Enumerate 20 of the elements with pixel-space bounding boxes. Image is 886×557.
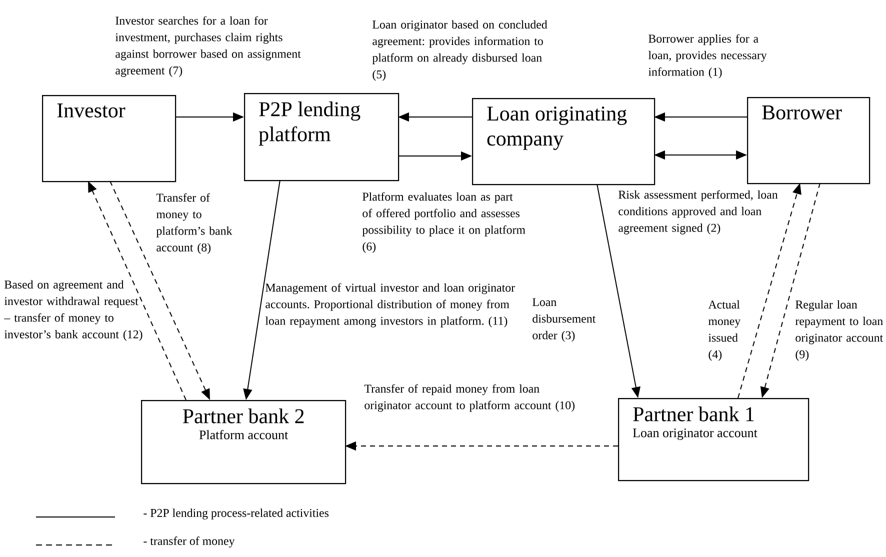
edge-label: Based on agreement and investor withdrawal request – transfer of money to investor’s bank account (12): [4, 280, 142, 341]
note-text: Risk assessment performed, loan conditions approved and loan agreement signed (2): [618, 190, 778, 234]
process-box: Investor: [42, 95, 176, 182]
edge-label: Investor searches for a loan for investment, purchases claim rights against borrower based on assignment agreement (7): [115, 16, 301, 77]
process-box: Partner bank 2 Platform account: [141, 400, 346, 484]
edge-label: Transfer of repaid money from loan originator account to platform account (10): [364, 384, 575, 412]
process-box: Loan originating company: [472, 98, 656, 186]
edge-label: Loan disbursement order (3): [532, 298, 596, 342]
edge-label: Management of virtual investor and loan originator accounts. Proportional distribution of money from loan repayment among investors in platform. (11): [265, 283, 515, 328]
edge-label: Actual money issued (4): [708, 300, 741, 361]
edge-label: Regular loan repayment to loan originator account (9): [795, 300, 884, 361]
process-box: Partner bank 1 Loan originator account: [618, 398, 810, 482]
legend-text: - transfer of money: [144, 536, 235, 548]
edge-label: Transfer of money to platform’s bank account (8): [156, 193, 232, 254]
process-box: P2P lending platform: [244, 93, 400, 182]
edge-label: Platform evaluates loan as part of offered portfolio and assesses possibility to place it on platform (6): [362, 192, 526, 253]
process-box: Borrower: [747, 97, 870, 184]
edge-label: Loan originator based on concluded agreement: provides information to platform on already disbursed loan (5): [372, 20, 548, 81]
edge-label: Borrower applies for a loan, provides necessary information (1): [648, 34, 767, 78]
legend-text: - P2P lending process-related activities: [144, 508, 329, 520]
